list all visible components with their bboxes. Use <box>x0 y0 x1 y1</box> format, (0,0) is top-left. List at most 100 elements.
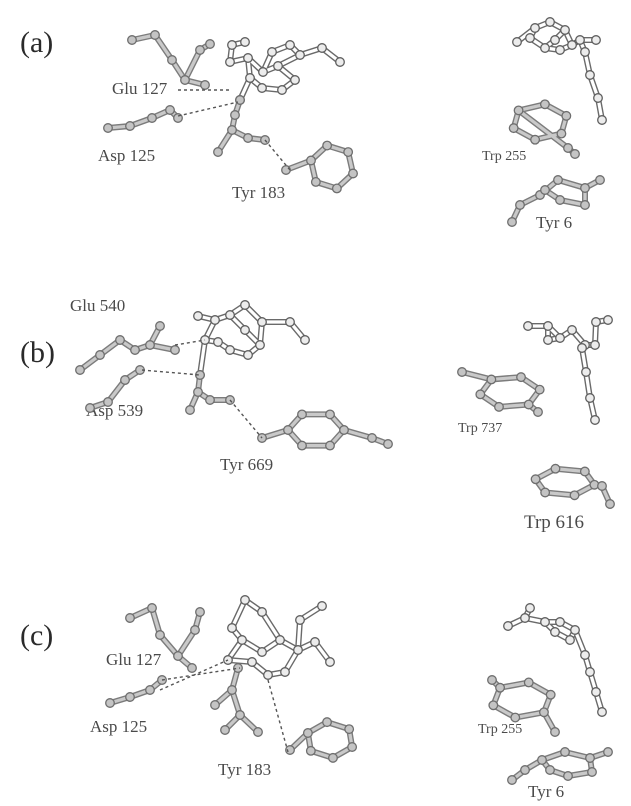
atom <box>290 75 300 85</box>
atom <box>115 335 125 345</box>
residue-label-c-glu: Glu 127 <box>106 650 162 669</box>
atom <box>603 315 613 325</box>
atom <box>258 67 268 77</box>
residue-c-trp-ring <box>487 675 560 737</box>
atom <box>273 61 283 71</box>
residue-b-trp616-ring <box>530 463 615 509</box>
bond-highlight <box>460 370 493 382</box>
residue-label-c-tyr: Tyr 183 <box>218 760 271 779</box>
atom <box>585 393 595 403</box>
atom <box>570 625 580 635</box>
atom <box>540 43 550 53</box>
atom <box>540 185 550 195</box>
atom <box>240 595 250 605</box>
atom <box>569 490 580 501</box>
atom <box>120 375 130 385</box>
hydrogen-bond-b-2 <box>141 369 201 376</box>
atom <box>507 217 517 227</box>
atom <box>486 374 497 385</box>
atom <box>240 325 250 335</box>
atom <box>225 345 235 355</box>
atom <box>335 57 345 67</box>
atom <box>190 625 200 635</box>
residue-c-ligand <box>223 595 335 680</box>
atom <box>507 775 517 785</box>
atom <box>227 40 237 50</box>
atom <box>510 712 521 723</box>
residue-label-b-tyr: Tyr 669 <box>220 455 273 474</box>
atom <box>567 325 577 335</box>
residue-label-c-trp: Trp 255 <box>478 722 522 737</box>
atom <box>173 113 183 123</box>
atom <box>550 35 560 45</box>
atom <box>293 645 303 655</box>
atom <box>220 725 230 735</box>
atom <box>343 147 354 157</box>
atom <box>530 474 541 485</box>
hydrogen-bond-b-1 <box>174 339 206 346</box>
atom <box>539 99 550 110</box>
atom <box>591 317 601 327</box>
atom <box>539 707 549 718</box>
atom <box>550 627 560 637</box>
residue-a-asp <box>103 105 183 133</box>
atom <box>317 43 327 53</box>
atom <box>580 183 590 193</box>
atom <box>225 310 235 320</box>
residue-c-tyr6 <box>507 747 613 785</box>
atom <box>603 747 613 757</box>
atom <box>530 23 540 33</box>
atom <box>325 409 335 420</box>
atom <box>322 717 332 728</box>
atom <box>516 372 526 383</box>
atom <box>147 603 157 613</box>
atom <box>581 367 591 377</box>
atom <box>275 635 285 645</box>
atom <box>523 321 533 331</box>
atom <box>75 365 85 375</box>
atom <box>205 39 215 49</box>
atom <box>563 771 573 781</box>
hydrogen-bond-c-1 <box>161 667 241 681</box>
atom <box>297 440 307 451</box>
atom <box>300 335 310 345</box>
atom <box>503 621 513 631</box>
panel-label-a: (a) <box>20 26 53 59</box>
atom <box>560 25 570 35</box>
atom <box>165 105 175 115</box>
atom <box>570 149 580 159</box>
atom <box>597 115 607 125</box>
residue-c-tyr-side <box>210 663 263 737</box>
atom <box>233 663 243 673</box>
atom <box>520 765 530 775</box>
atom <box>257 647 267 657</box>
atom <box>555 195 565 205</box>
atom <box>530 134 541 145</box>
hydrogen-bond-b-3 <box>229 399 263 439</box>
atom <box>243 350 253 360</box>
residue-a-right-ligand <box>512 17 607 125</box>
residue-label-b-glu: Glu 540 <box>70 296 125 315</box>
atom <box>237 635 247 645</box>
atom <box>127 35 137 45</box>
atom <box>130 345 140 355</box>
atom <box>193 311 203 321</box>
atom <box>147 113 157 123</box>
hydrogen-bond-a-3 <box>264 139 291 171</box>
atom <box>185 405 195 415</box>
atom <box>295 615 305 625</box>
atom <box>561 110 572 121</box>
residue-a-tyr-side <box>213 95 270 157</box>
residue-a-ligand <box>225 37 345 105</box>
residue-b-asp <box>85 365 145 413</box>
bond-highlight <box>198 338 207 377</box>
atom <box>537 755 547 765</box>
atom <box>580 47 590 57</box>
atom <box>555 333 565 343</box>
atom <box>243 53 253 63</box>
atom <box>525 33 535 43</box>
atom <box>240 37 250 47</box>
atom <box>297 409 307 420</box>
residue-label-a-tyr: Tyr 183 <box>232 183 285 202</box>
atom <box>150 30 160 40</box>
